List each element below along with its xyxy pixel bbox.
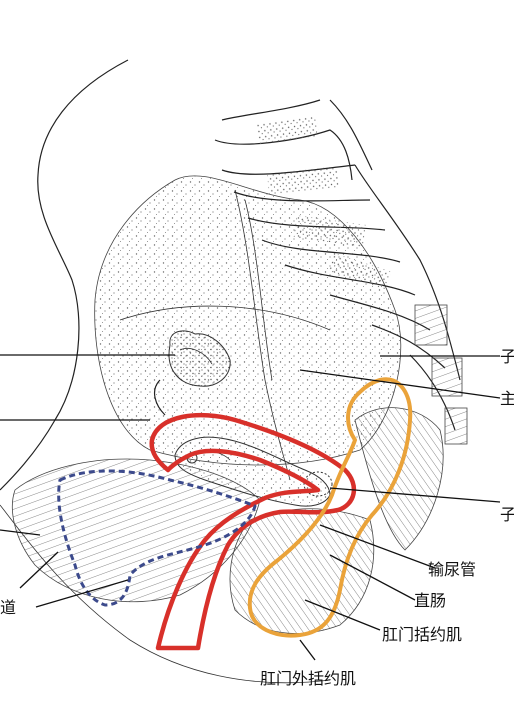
pelvic-cavity [94,175,402,481]
label-right-edge-middle: 主 [500,389,514,408]
leader-lines [0,354,501,661]
red-pathway-outline [149,413,357,651]
label-right-edge-lower: 子 [500,505,514,524]
spine-sacrum [214,99,468,445]
blue-dashed-bladder-outline [57,469,257,607]
label-vagina-partial: 道 [0,598,16,617]
orange-rectum-outline [247,377,413,638]
ovary-tube [153,330,231,416]
label-ureter: 输尿管 [428,560,476,579]
label-rectum: 直肠 [414,591,446,610]
label-right-edge-top: 子 [500,347,514,366]
label-external-anal-sphincter: 肛门外括约肌 [260,669,356,688]
label-anal-sphincter: 肛门括约肌 [382,625,462,644]
labels: 道 输尿管 直肠 肛门括约肌 肛门外括约肌 子 主 子 [0,347,514,688]
